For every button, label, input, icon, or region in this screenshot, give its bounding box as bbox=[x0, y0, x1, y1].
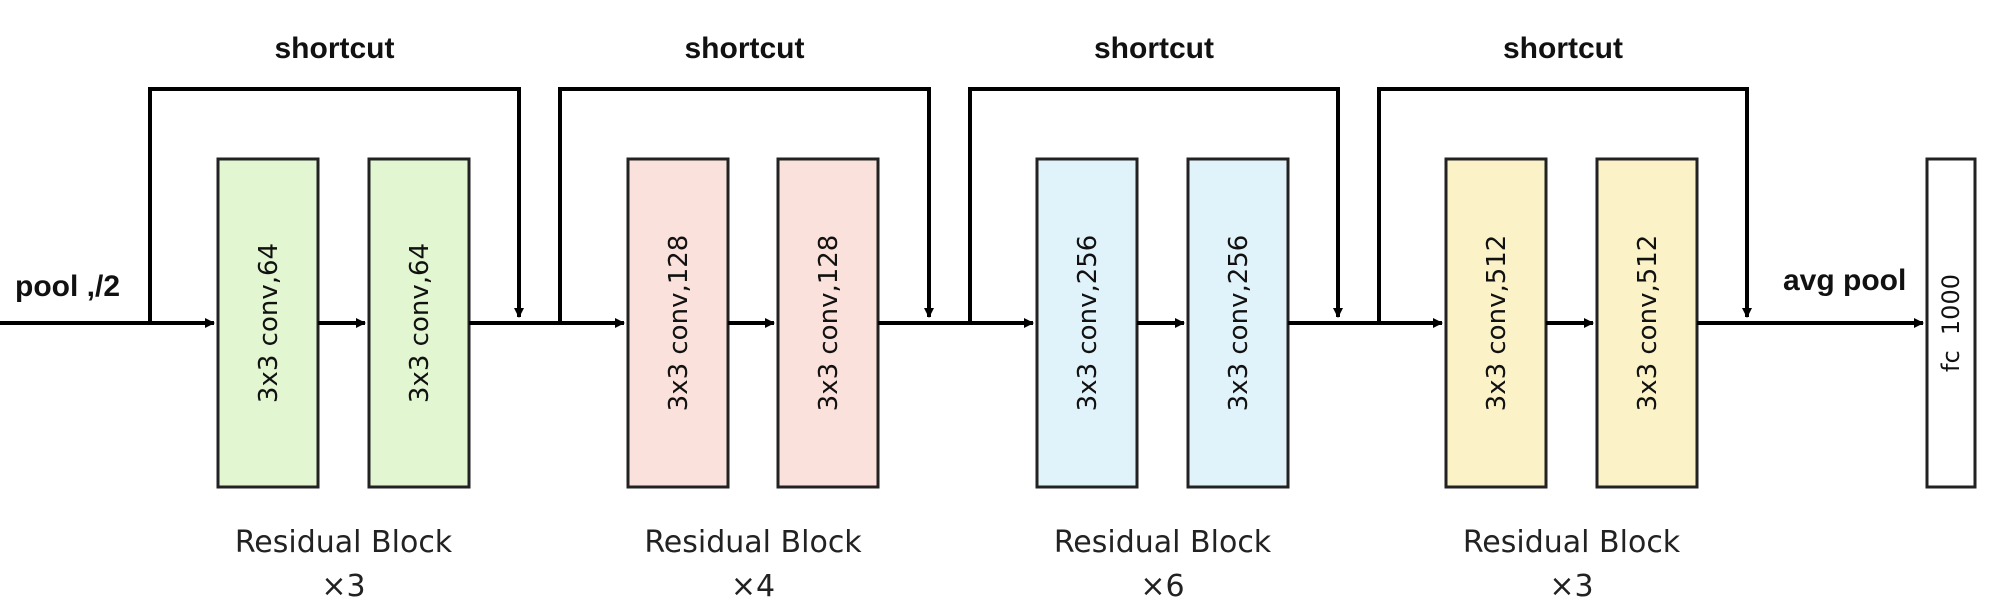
stage-4: shortcut 3x3 conv,512 3x3 conv,512Residual… bbox=[1377, 32, 1924, 604]
stage-2: shortcut 3x3 conv,128 3x3 conv,128Residual… bbox=[558, 32, 1034, 604]
repeat-count: ×4 bbox=[731, 569, 775, 604]
fc-box bbox=[1925, 157, 1977, 489]
residual-block-label: Residual Block bbox=[235, 525, 453, 560]
conv-label: 3x3 conv,64 bbox=[254, 243, 284, 403]
repeat-count: ×6 bbox=[1140, 569, 1184, 604]
conv-label: 3x3 conv,256 bbox=[1073, 235, 1103, 412]
conv-label: 3x3 conv,128 bbox=[664, 235, 694, 412]
residual-block-label: Residual Block bbox=[1054, 525, 1272, 560]
conv-box bbox=[626, 157, 730, 489]
shortcut-label: shortcut bbox=[685, 32, 805, 65]
fc-label: fc 1000 bbox=[1937, 274, 1965, 372]
conv-label: 3x3 conv,64 bbox=[405, 243, 435, 403]
avg-pool-label: avg pool bbox=[1783, 264, 1906, 297]
residual-block-label: Residual Block bbox=[1463, 525, 1681, 560]
conv-box bbox=[1444, 157, 1548, 489]
shortcut-label: shortcut bbox=[1094, 32, 1214, 65]
conv-label: 3x3 conv,256 bbox=[1224, 235, 1254, 412]
repeat-count: ×3 bbox=[1549, 569, 1593, 604]
conv-label: 3x3 conv,512 bbox=[1482, 235, 1512, 412]
conv-label: 3x3 conv,128 bbox=[814, 235, 844, 412]
residual-block-label: Residual Block bbox=[644, 525, 862, 560]
repeat-count: ×3 bbox=[321, 569, 365, 604]
shortcut-arrow bbox=[148, 87, 524, 323]
conv-box bbox=[367, 157, 471, 489]
shortcut-arrow bbox=[968, 87, 1343, 323]
conv-box bbox=[1186, 157, 1290, 489]
shortcut-arrow bbox=[1377, 87, 1752, 323]
conv-box bbox=[216, 157, 320, 489]
shortcut-label: shortcut bbox=[275, 32, 395, 65]
shortcut-arrow bbox=[558, 87, 934, 323]
shortcut-label: shortcut bbox=[1503, 32, 1623, 65]
stage-3: shortcut 3x3 conv,256 3x3 conv,256Residual… bbox=[968, 32, 1443, 604]
conv-label: 3x3 conv,512 bbox=[1633, 235, 1663, 412]
input-pool-label: pool ,/2 bbox=[15, 270, 120, 303]
